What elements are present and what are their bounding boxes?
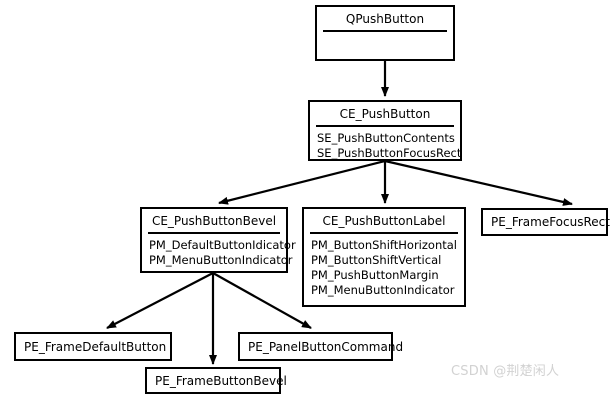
node-pe-panelbuttoncommand[interactable]: PE_PanelButtonCommand — [238, 332, 404, 361]
node-qpushbutton[interactable]: QPushButton — [315, 5, 455, 61]
node-ce-pushbuttonlabel-divider — [310, 232, 458, 234]
node-pe-framedefaultbutton-title: PE_FrameDefaultButton — [24, 339, 167, 354]
node-ce-pushbuttonbevel-title: CE_PushButtonBevel — [151, 214, 277, 228]
node-pe-panelbuttoncommand-title: PE_PanelButtonCommand — [248, 339, 404, 354]
node-ce-pushbuttonlabel-members: PM_ButtonShiftHorizontal PM_ButtonShiftV… — [304, 234, 464, 302]
node-ce-pushbutton-members: SE_PushButtonContents SE_PushButtonFocus… — [310, 127, 462, 165]
node-ce-pushbuttonlabel-title: CE_PushButtonLabel — [322, 214, 446, 228]
csdn-watermark: CSDN @荆楚闲人 — [451, 364, 560, 379]
node-qpushbutton-title: QPushButton — [345, 12, 425, 26]
edge-ce-pushbutton-to-framefocusrect — [384, 159, 573, 206]
node-ce-pushbutton[interactable]: CE_PushButton SE_PushButtonContents SE_P… — [308, 100, 462, 161]
edge-ce-pushbutton-to-bevel — [218, 159, 386, 205]
node-ce-pushbutton-title: CE_PushButton — [339, 107, 431, 121]
edge-bevel-to-framedefaultbutton — [106, 272, 214, 329]
member-pm-menubuttonindicator-label: PM_MenuButtonIndicator — [311, 283, 455, 297]
node-pe-framedefaultbutton[interactable]: PE_FrameDefaultButton — [14, 332, 172, 361]
node-pe-framebuttonbevel-title: PE_FrameButtonBevel — [155, 373, 287, 388]
node-pe-framebuttonbevel[interactable]: PE_FrameButtonBevel — [145, 367, 287, 394]
node-pe-framefocusrect[interactable]: PE_FrameFocusRect — [481, 208, 610, 236]
member-se-pushbuttoncontents: SE_PushButtonContents — [317, 131, 455, 145]
node-ce-pushbuttonbevel-divider — [148, 232, 280, 234]
edge-bevel-to-panelbuttoncommand — [212, 272, 312, 329]
member-pm-menubuttonindicator: PM_MenuButtonIndicator — [149, 253, 293, 267]
node-ce-pushbutton-divider — [316, 125, 454, 127]
node-qpushbutton-divider — [323, 30, 447, 32]
member-pm-buttonshiftvertical: PM_ButtonShiftVertical — [311, 253, 442, 267]
node-qpushbutton-members — [317, 32, 453, 40]
node-pe-framefocusrect-title: PE_FrameFocusRect — [491, 215, 610, 229]
node-ce-pushbuttonbevel[interactable]: CE_PushButtonBevel PM_DefaultButtonIdica… — [140, 207, 296, 273]
member-pm-defaultbuttonidicator: PM_DefaultButtonIdicator — [149, 238, 296, 252]
member-pm-buttonshifthorizontal: PM_ButtonShiftHorizontal — [311, 238, 457, 252]
node-ce-pushbuttonlabel[interactable]: CE_PushButtonLabel PM_ButtonShiftHorizon… — [302, 207, 466, 307]
member-se-pushbuttonfocusrect: SE_PushButtonFocusRect — [317, 146, 462, 160]
member-pm-pushbuttonmargin: PM_PushButtonMargin — [311, 268, 439, 282]
node-ce-pushbuttonbevel-members: PM_DefaultButtonIdicator PM_MenuButtonIn… — [142, 234, 296, 272]
